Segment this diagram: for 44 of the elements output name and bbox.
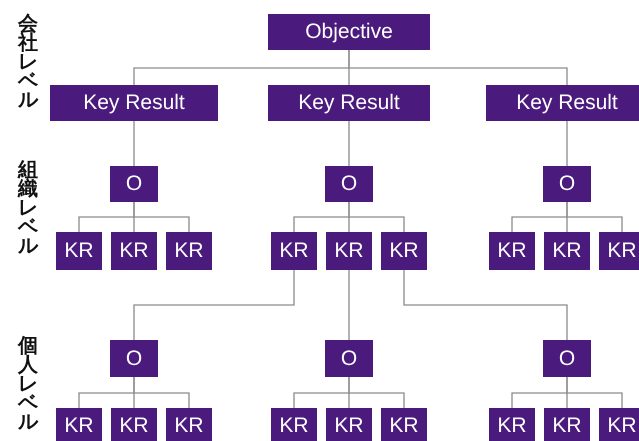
level-label: 会社レベル — [17, 14, 39, 109]
level-label: 組織レベル — [17, 160, 39, 255]
key-result-box: Key Result — [50, 85, 218, 121]
connector-line — [566, 202, 623, 232]
okr-box: O — [110, 166, 158, 202]
okr-box: KR — [56, 408, 102, 441]
connector-line — [566, 121, 568, 166]
connector-line — [566, 377, 623, 408]
okr-box: KR — [326, 232, 372, 270]
okr-box: O — [543, 166, 591, 202]
okr-box: KR — [326, 408, 372, 441]
connector-line — [348, 377, 405, 408]
okr-box: KR — [166, 408, 212, 441]
okr-box: KR — [381, 232, 427, 270]
okr-box: KR — [489, 232, 535, 270]
level-label: 個人レベル — [17, 336, 39, 431]
okr-box: O — [543, 340, 591, 377]
okr-box: KR — [599, 408, 639, 441]
okr-box: KR — [544, 232, 590, 270]
connector-line — [133, 377, 190, 408]
okr-box: O — [325, 166, 373, 202]
okr-box: KR — [599, 232, 639, 270]
okr-box: KR — [111, 232, 157, 270]
okr-box: KR — [381, 408, 427, 441]
connector-line — [348, 121, 350, 166]
okr-box: KR — [489, 408, 535, 441]
objective-box: Objective — [268, 14, 430, 50]
key-result-box: Key Result — [486, 85, 639, 121]
connector-line — [348, 50, 568, 85]
connector-line — [133, 270, 295, 340]
connector-line — [133, 202, 190, 232]
okr-box: KR — [271, 408, 317, 441]
okr-box: KR — [166, 232, 212, 270]
okr-box: O — [110, 340, 158, 377]
connector-line — [348, 270, 350, 340]
okr-box: KR — [544, 408, 590, 441]
connector-line — [133, 121, 135, 166]
okr-box: KR — [111, 408, 157, 441]
connector-line — [348, 202, 405, 232]
okr-box: O — [325, 340, 373, 377]
key-result-box: Key Result — [268, 85, 430, 121]
connector-line — [403, 270, 568, 340]
okr-box: KR — [271, 232, 317, 270]
okr-box: KR — [56, 232, 102, 270]
